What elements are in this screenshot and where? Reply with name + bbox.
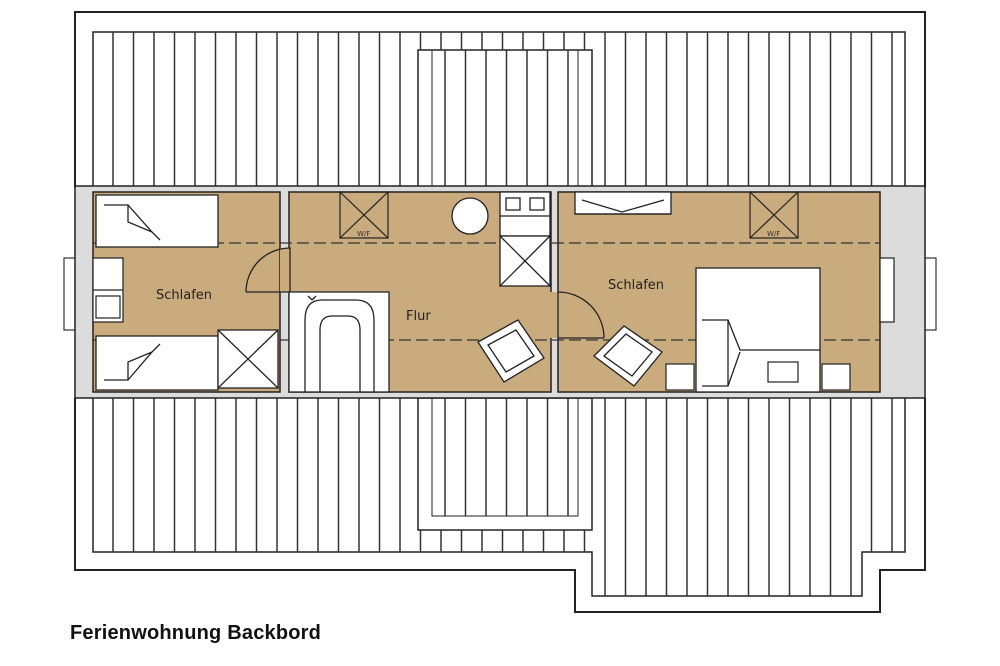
left-bed-bottom xyxy=(95,335,219,391)
left-bedroom-label: Schlafen xyxy=(156,288,212,303)
hallway-label: Flur xyxy=(406,309,431,324)
roof-top xyxy=(74,11,926,189)
right-bedroom-label: Schlafen xyxy=(608,278,664,293)
skylight-left-mark: W/F xyxy=(357,230,370,238)
skylight-left xyxy=(339,191,389,239)
right-armchair xyxy=(593,325,663,387)
roof-top-battens xyxy=(112,32,893,188)
roof-bottom xyxy=(74,397,926,613)
left-door xyxy=(245,247,291,293)
round-table xyxy=(451,197,489,235)
roof-bottom-battens xyxy=(112,398,893,596)
plan-caption: Ferienwohnung Backbord xyxy=(70,622,322,644)
skylight-right xyxy=(749,191,799,239)
right-bench xyxy=(574,191,672,215)
skylight-right-mark: W/F xyxy=(767,230,780,238)
right-door xyxy=(550,291,605,339)
double-bed xyxy=(695,267,821,393)
right-nightstands xyxy=(665,361,851,391)
kitchenette xyxy=(499,191,551,287)
left-bed-top xyxy=(95,194,219,248)
staircase xyxy=(288,291,390,393)
left-wardrobe xyxy=(217,329,279,389)
left-nightstands xyxy=(95,295,121,319)
right-window xyxy=(879,257,895,323)
hall-armchair xyxy=(477,319,545,383)
